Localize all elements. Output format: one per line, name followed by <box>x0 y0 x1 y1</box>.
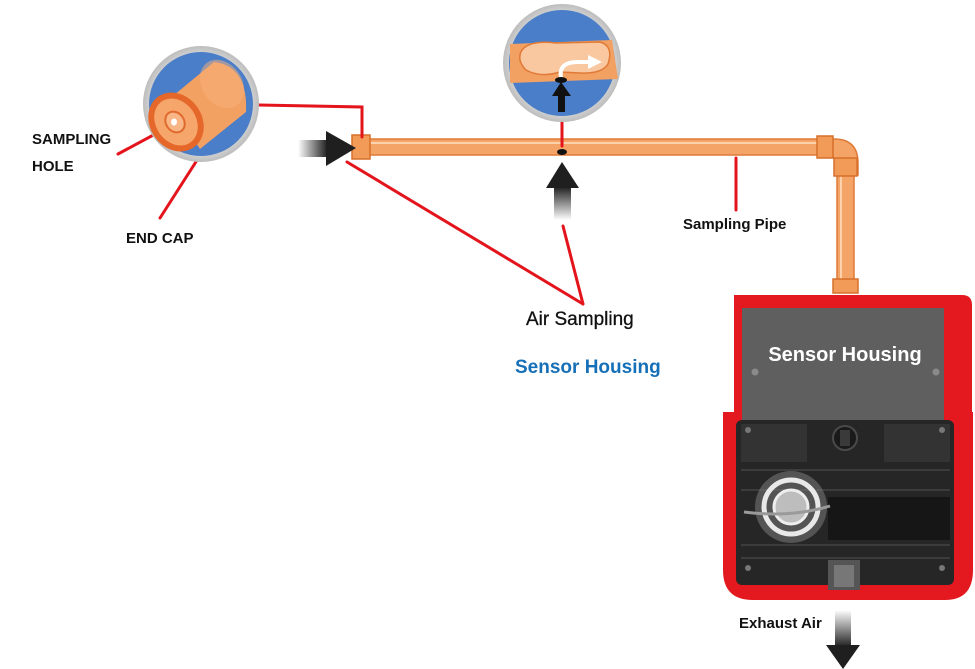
sampling-hole-icon <box>171 118 177 126</box>
sampling-pipe <box>351 134 859 294</box>
sampling-hole-marker <box>557 149 567 155</box>
air-up-arrow-icon <box>546 162 579 220</box>
exhaust-air-label: Exhaust Air <box>739 615 822 632</box>
sensor-housing-caption: Sensor Housing <box>515 357 661 378</box>
leader-lines <box>116 103 738 306</box>
sensor-housing-title: Sensor Housing <box>768 344 922 366</box>
exhaust-arrow-icon <box>826 610 860 669</box>
end-cap-label: END CAP <box>126 230 194 247</box>
end-cap-fitting <box>351 134 371 160</box>
air-inlet-arrow-icon <box>298 131 356 166</box>
sampling-pipe-label: Sampling Pipe <box>683 216 787 233</box>
pipe-cutaway-inset <box>503 4 621 122</box>
sampling-hole-label: SAMPLING HOLE <box>32 131 112 175</box>
sensor-housing-unit <box>723 295 973 600</box>
end-cap-inset <box>143 46 259 162</box>
air-sampling-label: Air Sampling <box>526 309 634 330</box>
